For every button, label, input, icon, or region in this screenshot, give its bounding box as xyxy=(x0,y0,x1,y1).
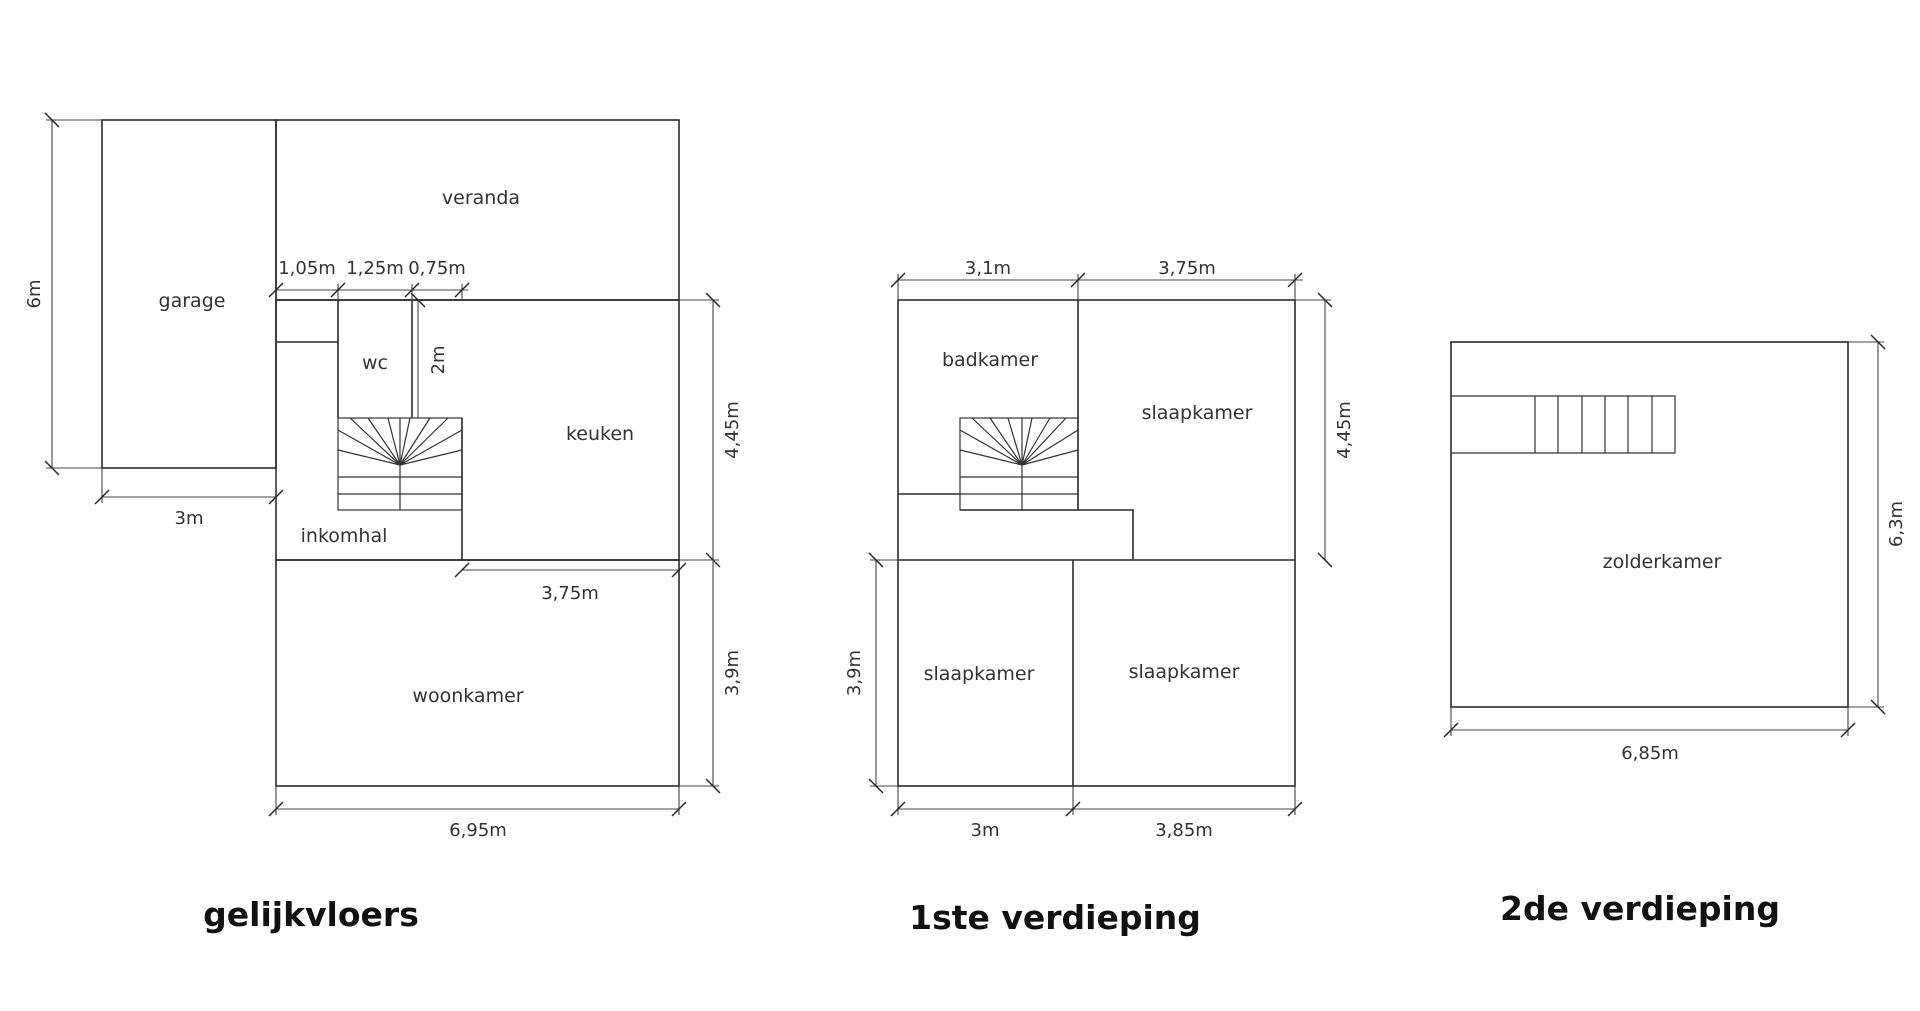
second-floor-plan: 6,3m 6,85m zolderkamer 2de verdieping xyxy=(1443,334,1907,928)
dim-second-bottom-685 xyxy=(1443,707,1856,738)
dim-label-1-05m: 1,05m xyxy=(278,258,336,279)
dim-ground-right-445 xyxy=(679,292,721,568)
floor-title-second: 2de verdieping xyxy=(1500,889,1780,928)
dim-label-3-1m: 3,1m xyxy=(965,258,1011,279)
dim-ground-top-segments xyxy=(268,282,470,300)
staircase-second xyxy=(1451,395,1676,454)
dim-label-3-85m: 3,85m xyxy=(1155,820,1213,841)
room-label-slaapkamer-top: slaapkamer xyxy=(1142,402,1253,424)
dim-label-2m: 2m xyxy=(428,346,449,375)
dim-first-top xyxy=(890,272,1303,300)
dim-label-6-3m: 6,3m xyxy=(1886,501,1907,547)
room-label-slaapkamer-left: slaapkamer xyxy=(924,663,1035,685)
dim-ground-wc-2m xyxy=(410,292,426,418)
dim-label-3m: 3m xyxy=(175,508,204,529)
dim-second-right-63 xyxy=(1848,334,1886,715)
dim-label-3-9m-first: 3,9m xyxy=(844,650,865,696)
staircase-ground xyxy=(337,417,463,511)
dim-label-3-9m-ground: 3,9m xyxy=(722,650,743,696)
staircase-first xyxy=(959,417,1079,511)
room-label-woonkamer: woonkamer xyxy=(412,685,523,707)
dim-label-4-45m-first: 4,45m xyxy=(1334,401,1355,459)
dim-ground-bottom-695 xyxy=(268,786,687,817)
room-label-veranda: veranda xyxy=(442,187,520,209)
floor-title-first: 1ste verdieping xyxy=(909,898,1201,937)
dim-label-6-95m: 6,95m xyxy=(449,820,507,841)
first-floor-plan: 3,1m 3,75m 4,45m 3,9m 3m 3,85m xyxy=(844,258,1355,937)
floor-title-ground: gelijkvloers xyxy=(203,895,419,934)
room-label-wc: wc xyxy=(362,352,388,374)
dim-label-3-75m-first: 3,75m xyxy=(1158,258,1216,279)
dim-label-4-45m-ground: 4,45m xyxy=(722,401,743,459)
dim-first-left-39 xyxy=(868,552,898,794)
dim-ground-keuken-375 xyxy=(454,562,687,578)
first-floor-outline xyxy=(897,299,1296,787)
dim-label-6m: 6m xyxy=(24,280,45,309)
zolderkamer-room xyxy=(1450,341,1849,708)
room-label-badkamer: badkamer xyxy=(942,349,1038,371)
dim-label-0-75m: 0,75m xyxy=(408,258,466,279)
room-label-inkomhal: inkomhal xyxy=(301,525,388,547)
dim-label-3-75m-ground: 3,75m xyxy=(541,583,599,604)
wc-walls xyxy=(276,300,413,418)
room-label-slaapkamer-right: slaapkamer xyxy=(1129,661,1240,683)
dim-ground-right-39 xyxy=(679,560,721,794)
dim-label-1-25m: 1,25m xyxy=(346,258,404,279)
dim-label-6-85m: 6,85m xyxy=(1621,743,1679,764)
room-label-zolderkamer: zolderkamer xyxy=(1603,551,1722,573)
room-label-keuken: keuken xyxy=(566,423,634,445)
dim-label-3m-first: 3m xyxy=(971,820,1000,841)
dim-first-bottom xyxy=(890,786,1303,817)
dim-ground-height-6m xyxy=(44,112,102,476)
room-label-garage: garage xyxy=(159,290,226,312)
woonkamer-room xyxy=(275,559,680,787)
dim-first-right-445 xyxy=(1295,292,1333,568)
ground-floor-plan: 6m 3m 1,05m 1,25m 0,75m 2m xyxy=(24,112,743,934)
veranda-room xyxy=(275,119,680,301)
first-floor-walls xyxy=(898,300,1295,786)
dim-ground-width-3m xyxy=(94,468,284,505)
